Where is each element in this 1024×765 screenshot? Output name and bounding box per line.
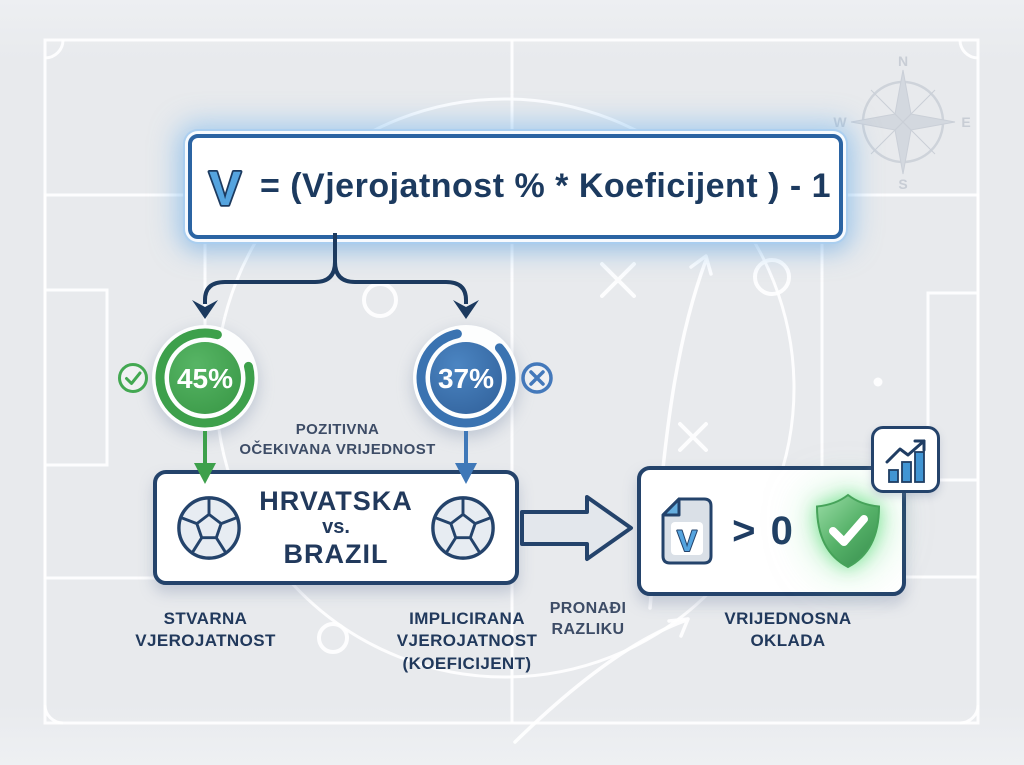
formula-box: V = (Vjerojatnost % * Koeficijent ) - 1 xyxy=(188,134,843,239)
x-marker-icon xyxy=(600,262,708,452)
match-home-team: HRVATSKA xyxy=(259,486,413,517)
compass-icon: N S W E xyxy=(833,53,970,192)
positive-ev-label: POZITIVNA OČEKIVANA VRIJEDNOST xyxy=(239,421,436,458)
compass-west-label: W xyxy=(833,114,847,130)
real-probability-value: 45% xyxy=(177,363,233,394)
real-probability-donut: 45% xyxy=(152,325,258,431)
formula-expression: = (Vjerojatnost % * Koeficijent ) - 1 xyxy=(259,167,832,205)
value-bet-label: VRIJEDNOSNA OKLADA xyxy=(724,609,852,651)
compass-south-label: S xyxy=(898,176,907,192)
implied-probability-label: IMPLICIRANA VJEROJATNOST (KOEFICIJENT) xyxy=(396,609,538,673)
bar-chart-icon xyxy=(885,439,925,483)
find-difference-label: PRONAĐI RAZLIKU xyxy=(549,600,627,639)
shield-check-icon xyxy=(815,493,880,569)
check-circle-icon xyxy=(118,363,148,393)
document-v-icon: V xyxy=(661,497,713,565)
formula-variable: V xyxy=(207,161,243,218)
match-title: HRVATSKA vs. BRAZIL xyxy=(243,486,429,569)
soccer-ball-icon xyxy=(177,495,241,560)
soccer-ball-icon xyxy=(431,495,495,560)
comparison-text: > 0 xyxy=(732,508,795,553)
match-away-team: BRAZIL xyxy=(283,538,389,569)
real-probability-label: STVARNA VJEROJATNOST xyxy=(135,609,276,651)
document-v-letter: V xyxy=(677,525,697,558)
value-bet-result-box: V > 0 xyxy=(637,466,906,596)
x-circle-icon xyxy=(521,362,553,394)
compass-north-label: N xyxy=(898,53,908,69)
bar-chart-badge xyxy=(871,426,940,493)
implied-probability-donut: 37% xyxy=(413,325,519,431)
match-vs: vs. xyxy=(322,516,350,539)
match-box: HRVATSKA vs. BRAZIL xyxy=(153,470,519,585)
formula-v-letter: V xyxy=(209,163,241,216)
implied-probability-value: 37% xyxy=(438,363,494,394)
compass-east-label: E xyxy=(961,114,970,130)
